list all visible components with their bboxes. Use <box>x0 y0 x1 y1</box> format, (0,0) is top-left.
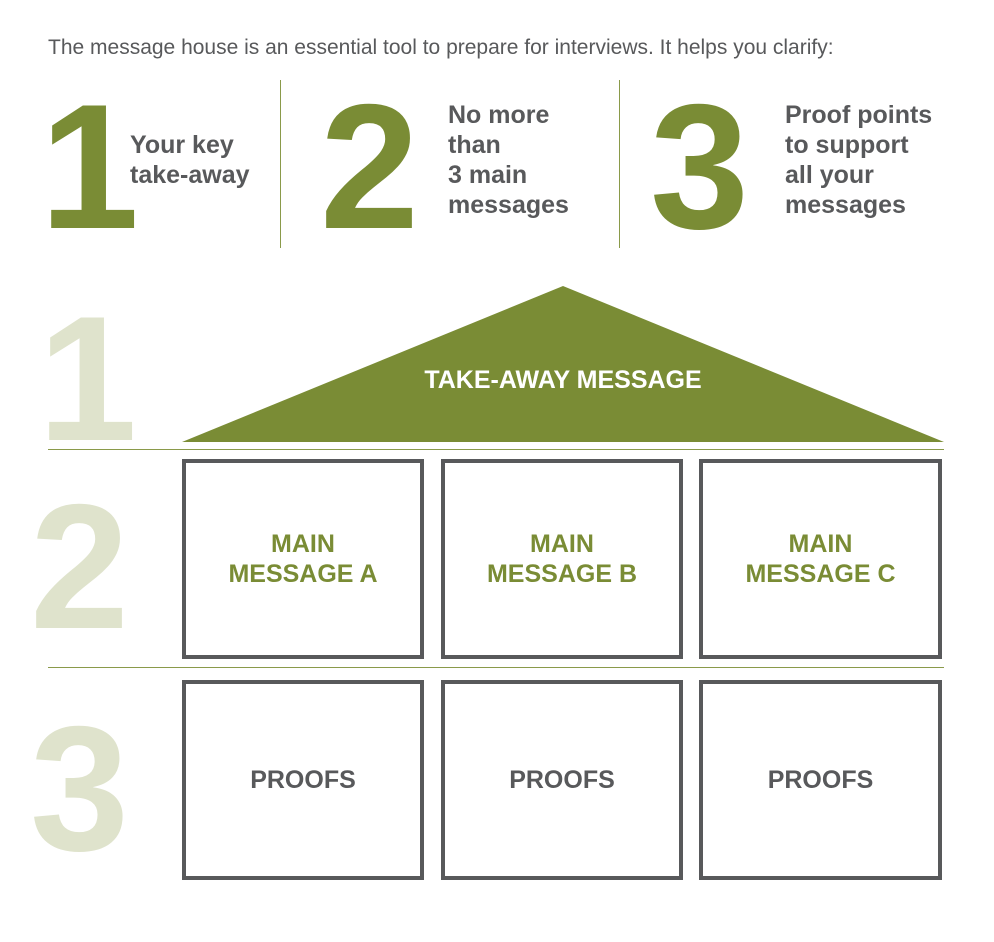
proofs-b-label: PROOFS <box>509 765 615 794</box>
step-2-line-4: messages <box>448 191 569 219</box>
intro-text: The message house is an essential tool t… <box>48 36 834 59</box>
step-2-number: 2 <box>320 67 419 266</box>
main-message-c-line-1: MAIN <box>788 530 853 558</box>
main-message-b-line-2: MESSAGE B <box>486 560 638 588</box>
step-3-line-3: all your <box>785 161 874 189</box>
level-2-ghost-number: 2 <box>30 467 129 666</box>
main-message-c-box: MAIN MESSAGE C <box>699 459 942 659</box>
proofs-c-label: PROOFS <box>767 765 874 794</box>
step-2-line-3: 3 main <box>448 161 528 189</box>
level-divider-2 <box>48 667 944 668</box>
main-message-c-line-2: MESSAGE C <box>745 560 896 588</box>
step-1-number: 1 <box>40 67 139 266</box>
step-1-line-1: Your key <box>130 131 234 159</box>
main-message-b-box: MAIN MESSAGE B <box>441 459 683 659</box>
proofs-b-box: PROOFS <box>441 680 683 880</box>
step-separator-1 <box>280 80 281 248</box>
step-separator-2 <box>619 80 620 248</box>
level-divider-1 <box>48 449 944 450</box>
proofs-c-box: PROOFS <box>699 680 942 880</box>
step-2-line-2: than <box>448 131 501 159</box>
main-message-a-box: MAIN MESSAGE A <box>182 459 424 659</box>
step-3-text: Proof points to support all your message… <box>785 100 932 220</box>
roof-shape <box>182 286 944 442</box>
step-1-line-2: take-away <box>130 161 250 189</box>
step-2-text: No more than 3 main messages <box>448 100 569 220</box>
step-2-line-1: No more <box>448 101 550 129</box>
main-message-a-line-1: MAIN <box>271 530 335 558</box>
take-away-message-label: TAKE-AWAY MESSAGE <box>424 366 702 394</box>
step-3-line-2: to support <box>785 131 909 159</box>
step-3-line-4: messages <box>785 191 906 219</box>
step-3-line-1: Proof points <box>785 101 933 129</box>
step-3-number: 3 <box>650 67 749 266</box>
step-1-text: Your key take-away <box>130 130 250 190</box>
main-message-b-line-1: MAIN <box>530 530 594 558</box>
main-message-a-line-2: MESSAGE A <box>228 560 378 588</box>
proofs-a-box: PROOFS <box>182 680 424 880</box>
roof-triangle <box>182 286 944 442</box>
level-1-ghost-number: 1 <box>38 279 137 478</box>
proofs-a-label: PROOFS <box>250 765 356 794</box>
level-3-ghost-number: 3 <box>30 689 129 888</box>
